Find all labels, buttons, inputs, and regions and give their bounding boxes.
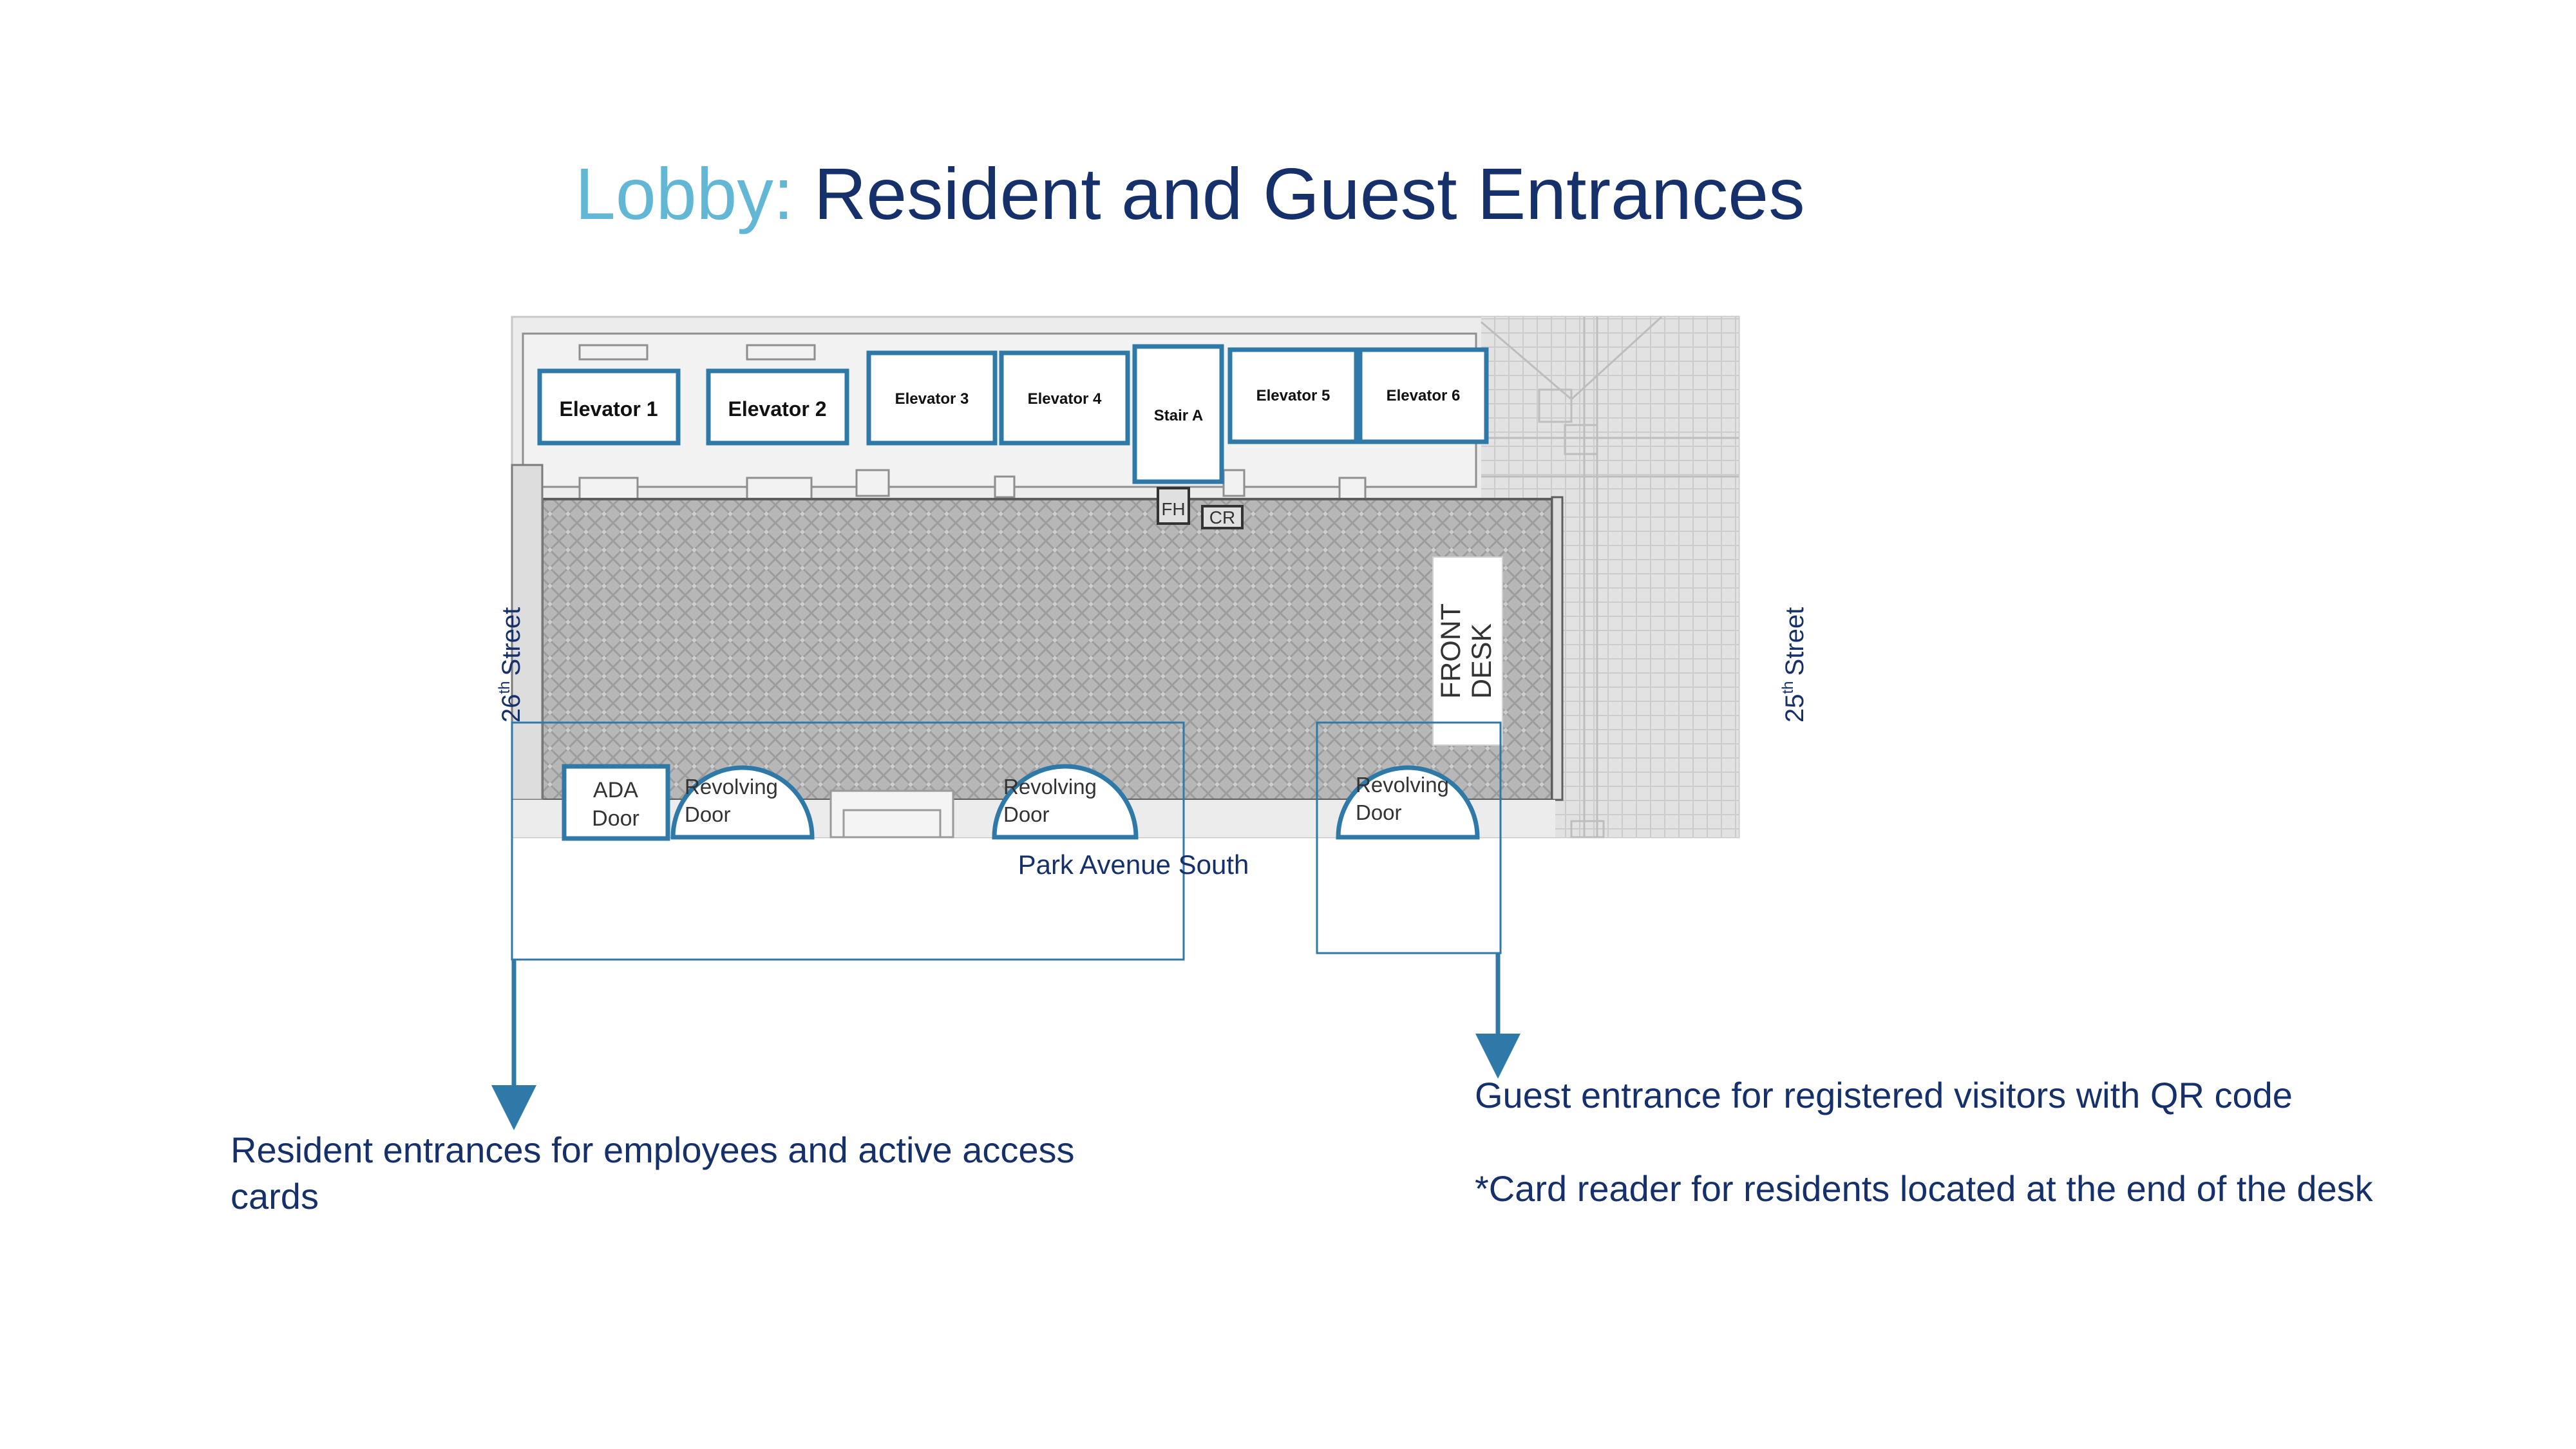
ada-door: ADA Door [562, 764, 670, 841]
revolving-door-3-line-2: Door [1356, 800, 1402, 824]
east-wall [1551, 496, 1564, 801]
front-desk [1432, 556, 1503, 746]
revolving-door-1-line-1: Revolving [685, 775, 778, 799]
street-right-number: 25 [1781, 694, 1809, 723]
street-left-word: Street [497, 607, 526, 676]
elevator-4-label: Elevator 4 [1028, 390, 1102, 408]
elevator-6-label: Elevator 6 [1387, 387, 1461, 404]
title-accent: Lobby: [575, 153, 794, 234]
elevator-3-label: Elevator 3 [895, 390, 969, 408]
revolving-door-2-line-1: Revolving [1003, 775, 1097, 799]
resident-entrance-highlight [511, 721, 1185, 961]
street-label-right: 25th Street [1779, 607, 1809, 723]
center-vestibule-inner [842, 809, 942, 838]
elevator-5: Elevator 5 [1227, 347, 1359, 444]
front-desk-line-1: FRONT [1435, 603, 1466, 699]
fh-label: FH [1161, 499, 1185, 519]
ada-door-line-1: ADA [593, 778, 638, 802]
revolving-door-3-line-1: Revolving [1356, 773, 1449, 797]
street-label-left: 26th Street [496, 607, 526, 723]
ada-door-line-2: Door [592, 806, 639, 831]
elevator-2-label: Elevator 2 [728, 397, 827, 421]
revolving-door-2-line-2: Door [1003, 802, 1050, 826]
resident-caption: Resident entrances for employees and act… [231, 1130, 1075, 1217]
elevator-3: Elevator 3 [866, 350, 998, 446]
elevator-4: Elevator 4 [999, 350, 1130, 446]
street-left-suffix: th [496, 681, 513, 694]
front-desk-label: FRONTDESK [1435, 603, 1497, 699]
title-main: Resident and Guest Entrances [813, 153, 1805, 234]
guest-entrance-highlight [1316, 721, 1502, 954]
elevator-1: Elevator 1 [537, 368, 681, 446]
cr-box [1201, 505, 1244, 529]
lobby-carpet [541, 498, 1553, 801]
street-right-suffix: th [1779, 681, 1797, 694]
front-desk-line-2: DESK [1466, 623, 1497, 699]
fh-box [1157, 487, 1190, 525]
elevator-6: Elevator 6 [1358, 347, 1489, 444]
street-label-bottom: Park Avenue South [1018, 849, 1249, 880]
stair-a: Stair A [1132, 344, 1224, 484]
center-vestibule [829, 790, 954, 838]
page-title: Lobby: Resident and Guest Entrances [575, 158, 1805, 231]
guest-caption: Guest entrance for registered visitors w… [1475, 1075, 2293, 1115]
street-right-word: Street [1781, 607, 1809, 676]
street-left-number: 26 [497, 694, 526, 723]
elevator-5-label: Elevator 5 [1256, 387, 1331, 404]
plan-linework [1481, 316, 1739, 838]
card-reader-caption: *Card reader for residents located at th… [1475, 1168, 2373, 1209]
ada-door-label: ADA Door [592, 778, 639, 831]
stair-a-label: Stair A [1154, 407, 1203, 424]
elevator-1-label: Elevator 1 [560, 397, 658, 421]
cr-label: CR [1209, 507, 1235, 527]
elevator-2: Elevator 2 [706, 368, 849, 446]
revolving-door-1-line-2: Door [685, 802, 731, 826]
